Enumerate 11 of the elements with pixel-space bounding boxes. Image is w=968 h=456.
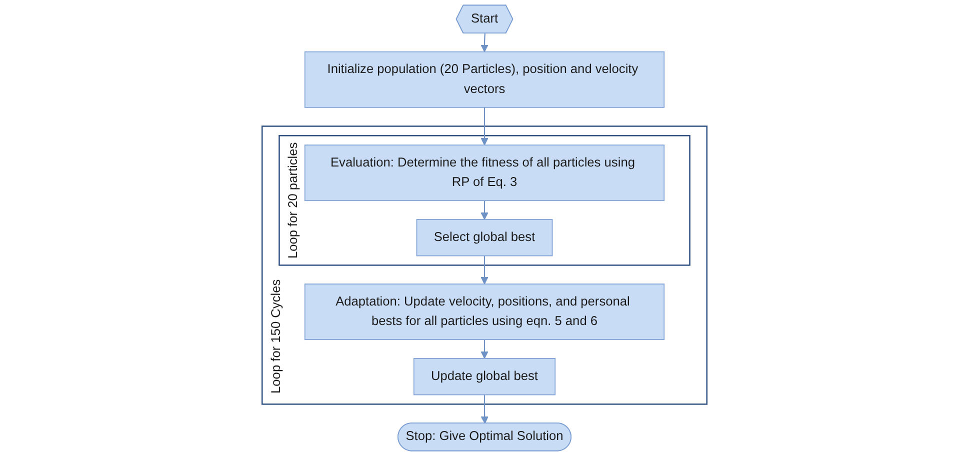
arrow bbox=[480, 200, 488, 220]
arrow bbox=[480, 256, 488, 284]
arrow bbox=[480, 340, 488, 359]
node-box: Initialize population (20 Particles), position and velocity vectors bbox=[304, 51, 664, 108]
arrow bbox=[480, 33, 488, 52]
node-box: Adaptation: Update velocity, positions, and personal bests for all particles using eqn. 5 and 6 bbox=[304, 284, 664, 340]
node-box: Select global best bbox=[416, 219, 552, 256]
arrow bbox=[480, 107, 488, 146]
node-box: Evaluation: Determine the fitness of all particles using RP of Eq. 3 bbox=[304, 144, 664, 202]
node-box: Update global best bbox=[412, 358, 556, 396]
arrow bbox=[480, 394, 488, 424]
